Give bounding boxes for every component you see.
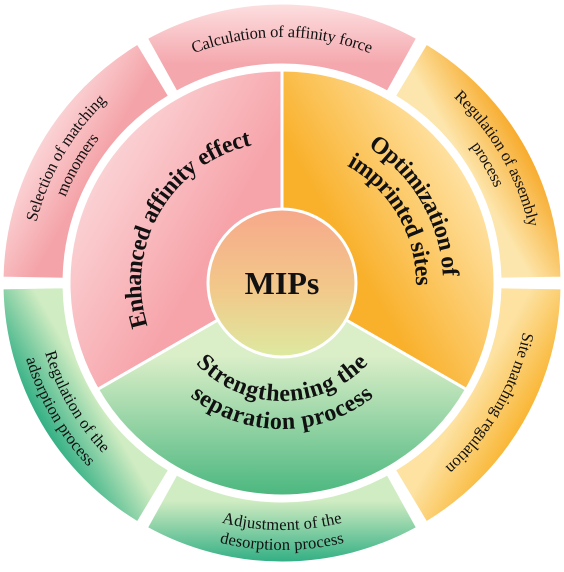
center-disc: MIPs (206, 207, 358, 359)
outer-segment-selection-monomers (0, 40, 172, 281)
center-label: MIPs (245, 265, 320, 301)
outer-segment-adsorption (0, 285, 172, 526)
outer-segment-calc-affinity-force (144, 1, 420, 95)
outer-segment-desorption (144, 471, 420, 565)
outer-segment-site-matching (392, 285, 564, 526)
outer-segment-regulation-assembly (392, 40, 564, 281)
center-circle (206, 207, 358, 359)
